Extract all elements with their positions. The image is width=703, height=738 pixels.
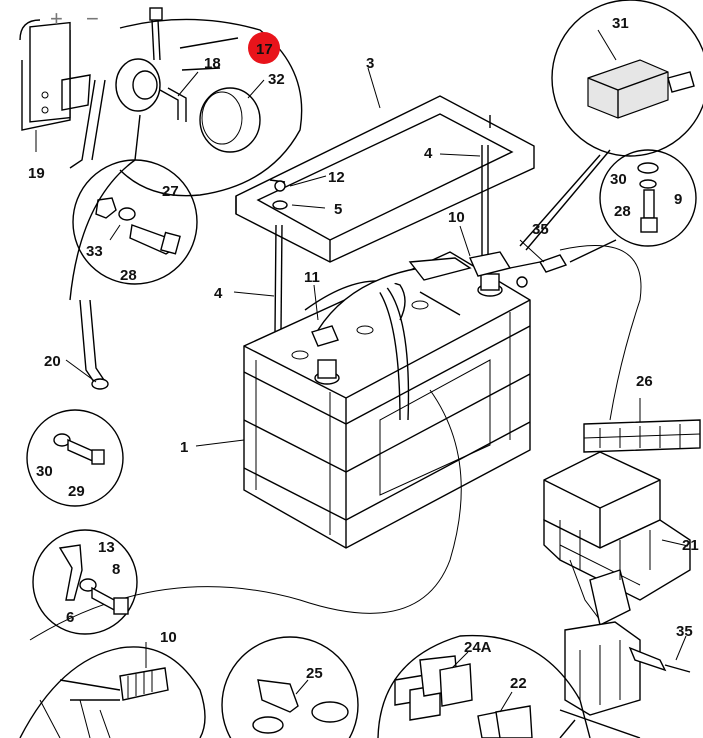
callout-12: 12	[328, 169, 345, 186]
callout-10-bottom: 10	[160, 629, 177, 646]
callout-9: 9	[674, 191, 682, 208]
callout-24a: 24A	[464, 639, 492, 656]
callout-35-top: 35	[532, 221, 549, 238]
callout-25: 25	[306, 665, 323, 682]
leader-lines	[35, 29, 689, 713]
callout-28-left: 28	[120, 267, 137, 284]
terminal-bracket-assembly	[19, 7, 261, 169]
callout-4-left: 4	[214, 285, 223, 302]
washer-bolt-circle-29-30	[26, 409, 124, 507]
bolt-detail-circle	[72, 114, 198, 285]
callout-6: 6	[66, 609, 74, 626]
callout-10-top: 10	[448, 209, 465, 226]
fuse-box	[543, 451, 691, 641]
ground-cable	[79, 299, 109, 390]
zoom-out-icon[interactable]: −	[86, 6, 99, 31]
callout-19: 19	[28, 165, 45, 182]
callout-20: 20	[44, 353, 61, 370]
clip-bolt-circle-6-8-13	[32, 529, 138, 635]
callout-labels: 17 18 32 19 3 4 12 5 27 33 28 10 11 4 20…	[28, 15, 699, 692]
callout-26: 26	[636, 373, 653, 390]
callout-8: 8	[112, 561, 120, 578]
screw-detail-circle	[569, 149, 697, 263]
callout-1: 1	[180, 439, 188, 456]
callout-29: 29	[68, 483, 85, 500]
highlight-marker	[248, 32, 280, 64]
connector-detail-circle	[519, 0, 703, 251]
callout-35-bottom: 35	[676, 623, 693, 640]
warning-label-sticker	[583, 419, 701, 453]
battery-tray-frame	[235, 95, 535, 263]
callout-4-top: 4	[424, 145, 433, 162]
fuse-detail-circle	[377, 634, 591, 738]
callout-31: 31	[612, 15, 629, 32]
callout-28-right: 28	[614, 203, 631, 220]
callout-33: 33	[86, 243, 103, 260]
callout-30-right: 30	[610, 171, 627, 188]
callout-32: 32	[268, 71, 285, 88]
zoom-in-icon[interactable]: +	[50, 6, 63, 31]
callout-13: 13	[98, 539, 115, 556]
bracket-clamp-circle	[221, 636, 359, 738]
magnifier-outline-top	[119, 18, 303, 197]
callout-3: 3	[366, 55, 374, 72]
callout-27: 27	[162, 183, 179, 200]
callout-21: 21	[682, 537, 699, 554]
callout-11: 11	[304, 269, 320, 286]
battery-cables	[304, 251, 568, 421]
callout-18: 18	[204, 55, 221, 72]
battery	[243, 251, 531, 549]
callout-17: 17	[256, 41, 273, 58]
callout-5: 5	[334, 201, 342, 218]
relay-bracket	[559, 621, 691, 738]
engine-cable-detail	[19, 646, 206, 738]
callout-30-left: 30	[36, 463, 53, 480]
callout-22: 22	[510, 675, 527, 692]
